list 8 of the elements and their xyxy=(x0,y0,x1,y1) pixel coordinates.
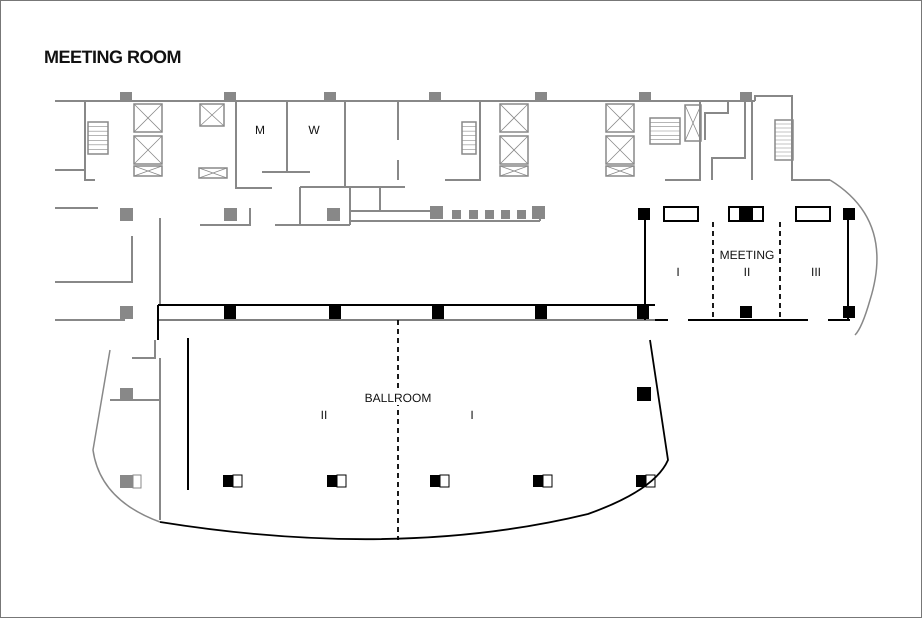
room-label: W xyxy=(306,123,322,137)
room-label: BALLROOM xyxy=(362,391,434,405)
room-label: II xyxy=(318,408,330,422)
room-label: MEETING xyxy=(718,248,776,262)
room-label: II xyxy=(742,265,752,279)
room-label: M xyxy=(253,123,267,137)
page-title: MEETING ROOM xyxy=(44,47,181,68)
room-label: III xyxy=(809,265,823,279)
